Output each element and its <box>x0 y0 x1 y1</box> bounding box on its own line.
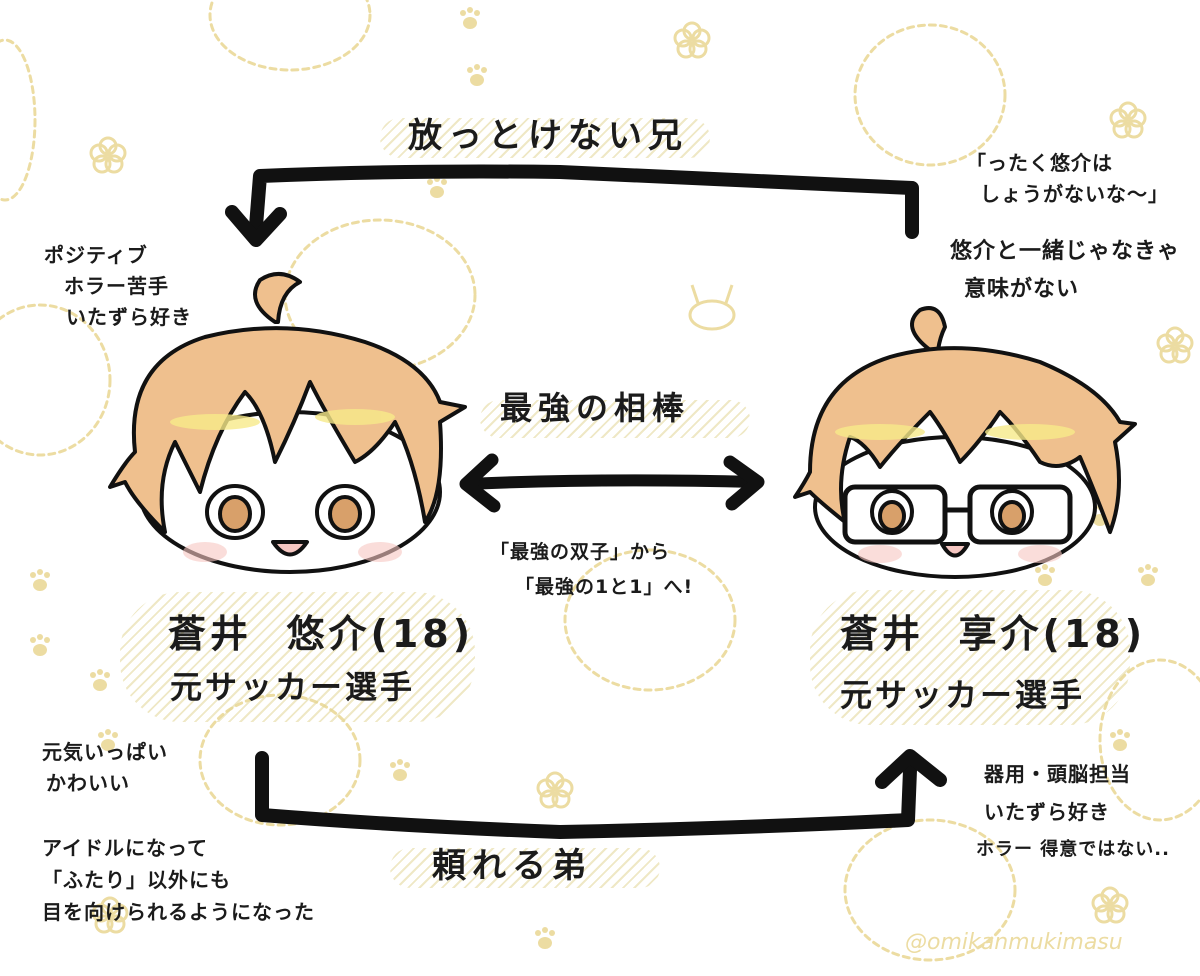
yusuke-age: (18) <box>370 612 475 656</box>
left-name-highlight <box>120 592 475 722</box>
flower-doodle <box>673 21 711 59</box>
middle-arrow-right-head <box>723 455 765 511</box>
yusuke-face-illustration <box>108 272 467 574</box>
note-text: 目を向けられるようになった <box>42 900 315 924</box>
kyosuke-role: 元サッカー選手 <box>840 676 1086 714</box>
yusuke-traits-top: ポジティブ ホラー苦手 いたずら好き <box>44 240 191 333</box>
kyosuke-surname: 蒼井 <box>840 612 925 656</box>
bottom-arrow-line <box>255 751 917 839</box>
bottom-label-highlight <box>390 848 660 888</box>
paw-print-doodle <box>30 569 50 591</box>
kyosuke-face-illustration <box>793 306 1137 579</box>
fluffy-dog-doodle <box>563 548 737 692</box>
yusuke-notes-bottom: アイドルになって 「ふたり」以外にも 目を向けられるようになった <box>42 832 315 928</box>
yusuke-role: 元サッカー選手 <box>170 668 416 706</box>
kyosuke-traits-bottom: 器用・頭脳担当 いたずら好き ホラー 得意ではない.. <box>976 755 1178 869</box>
thought-text: 意味がない <box>964 277 1080 302</box>
trait-text: いたずら好き <box>984 800 1110 824</box>
top-arrow-line <box>249 164 919 239</box>
yusuke-name: 蒼井 悠介(18) <box>168 603 474 658</box>
fluffy-dog-doodle <box>208 0 372 72</box>
note-text: アイドルになって <box>42 836 208 860</box>
quote-text: しょうがないな〜」 <box>980 182 1169 206</box>
bottom-arrow-head <box>875 749 947 789</box>
bottom-relation-label: 頼れる弟 <box>432 846 592 886</box>
flower-doodle <box>536 771 574 809</box>
paw-print-doodle <box>90 669 110 691</box>
middle-relation-label: 最強の相棒 <box>500 389 691 427</box>
flower-doodle <box>1156 326 1194 364</box>
flower-doodle <box>89 136 127 174</box>
trait-text: 元気いっぱい <box>42 740 168 764</box>
trait-text: 器用・頭脳担当 <box>984 762 1131 786</box>
yusuke-traits-bottom: 元気いっぱい かわいい <box>42 737 168 799</box>
yusuke-surname: 蒼井 <box>168 612 253 656</box>
flower-doodle <box>1091 886 1129 924</box>
paw-print-doodle <box>1110 729 1130 751</box>
kyosuke-given-name: 享介 <box>958 612 1043 656</box>
paw-print-doodle <box>460 7 480 29</box>
middle-arrow-line <box>462 474 762 490</box>
kyosuke-name: 蒼井 享介(18) <box>840 603 1146 658</box>
artist-watermark: @omikanmukimasu <box>905 930 1123 955</box>
note-text: 「ふたり」以外にも <box>42 868 231 892</box>
paw-print-doodle <box>30 634 50 656</box>
middle-caption-line-2: 「最強の1と1」へ! <box>515 576 694 598</box>
top-relation-label: 放っとけない兄 <box>408 116 688 156</box>
paw-print-doodle <box>467 64 487 86</box>
fluffy-dog-doodle <box>0 38 37 202</box>
trait-text: かわいい <box>46 771 130 795</box>
paw-print-doodle <box>1138 564 1158 586</box>
top-label-highlight <box>380 118 710 158</box>
quote-text: 「ったく悠介は <box>966 151 1113 175</box>
trait-text: いたずら好き <box>66 305 192 329</box>
paw-print-doodle <box>390 759 410 781</box>
fluffy-dog-doodle <box>853 23 1007 167</box>
trait-text: ホラー 得意ではない.. <box>976 839 1170 860</box>
kyosuke-age: (18) <box>1042 612 1147 656</box>
top-arrow-head <box>225 205 287 247</box>
middle-caption-line-1: 「最強の双子」から <box>490 541 671 563</box>
flower-doodle <box>1109 101 1147 139</box>
thought-text: 悠介と一緒じゃなきゃ <box>950 239 1181 264</box>
paw-print-doodle <box>535 927 555 949</box>
paw-print-doodle <box>427 176 447 198</box>
middle-label-highlight <box>480 400 750 438</box>
trait-text: ホラー苦手 <box>64 274 169 298</box>
trait-text: ポジティブ <box>44 243 148 267</box>
crab-doodle <box>688 284 736 331</box>
kyosuke-quote: 「ったく悠介は しょうがないな〜」 <box>966 148 1168 210</box>
right-name-highlight <box>810 590 1130 725</box>
yusuke-given-name: 悠介 <box>286 612 371 656</box>
kyosuke-thought: 悠介と一緒じゃなきゃ 意味がない <box>950 233 1180 309</box>
